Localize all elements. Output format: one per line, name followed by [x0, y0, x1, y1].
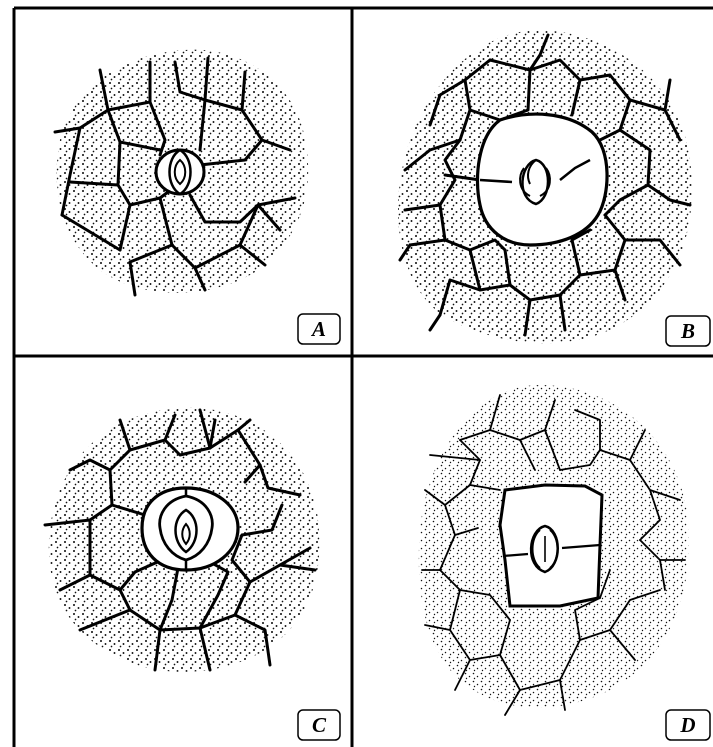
svg-text:B: B: [680, 319, 695, 343]
svg-text:A: A: [310, 317, 326, 341]
label-c: C: [298, 710, 340, 740]
stoma-c: [142, 488, 238, 570]
panel-c: C: [45, 408, 340, 740]
label-a: A: [298, 314, 340, 344]
label-d: D: [666, 710, 710, 740]
svg-text:C: C: [312, 713, 327, 737]
label-b: B: [666, 316, 710, 346]
panel-d: D: [419, 385, 710, 740]
panel-b: B: [398, 30, 710, 346]
stoma-a: [156, 150, 204, 194]
panel-a: A: [55, 50, 340, 344]
stoma-d: [531, 526, 558, 572]
svg-text:D: D: [679, 713, 695, 737]
